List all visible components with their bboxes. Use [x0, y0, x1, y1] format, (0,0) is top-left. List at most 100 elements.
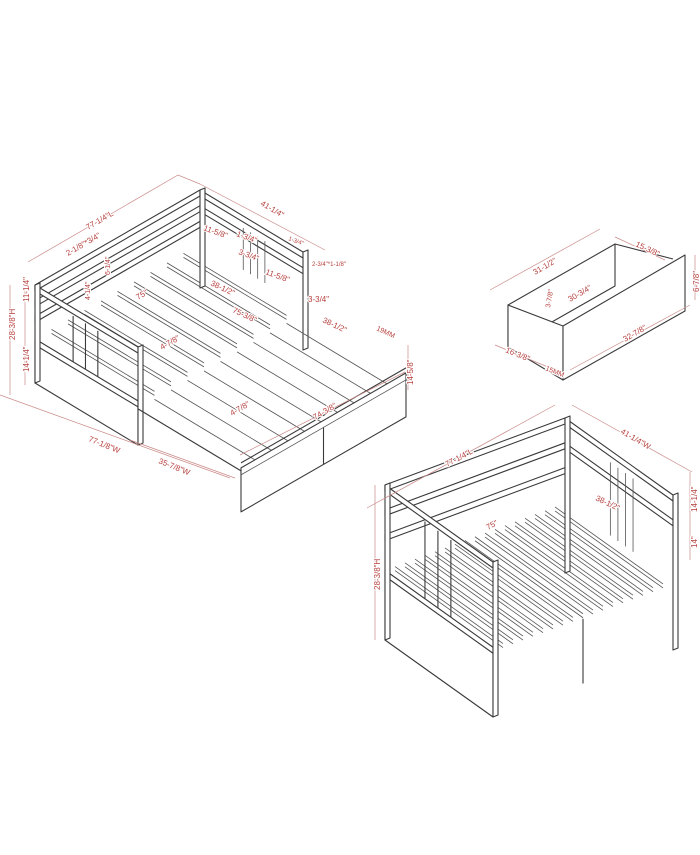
dim-daybed-height-lower: 14" [690, 536, 699, 548]
slat [414, 558, 524, 637]
trundle-slat [286, 323, 390, 386]
dim-width: 41-1/4" [259, 199, 286, 220]
dim-daybed-height-total: 28-3/8"H [373, 558, 382, 590]
dim-height-lower: 14-1/4" [22, 346, 31, 372]
slat-edge [394, 570, 504, 648]
slat-edge [554, 510, 664, 589]
slat [534, 514, 644, 592]
daybed-drawing [384, 415, 679, 718]
drawer-drawing [507, 243, 686, 381]
slat [464, 540, 574, 618]
slat-edge [166, 266, 271, 330]
dim-post-b: 11-5/8" [264, 267, 291, 284]
trundle-slat [203, 370, 308, 434]
slat [133, 281, 238, 345]
drawer-top-edge [240, 379, 407, 476]
bed-post [564, 415, 571, 574]
slat-edge [534, 518, 644, 596]
drawer-front [562, 254, 686, 381]
trundle-slat [187, 380, 291, 443]
bed-post [492, 559, 499, 718]
dim-trundle-width: 38-1/2" [321, 316, 348, 335]
bed-post [199, 187, 206, 289]
bed-post [302, 249, 309, 351]
slat-edge [444, 551, 554, 630]
slat [454, 543, 564, 622]
slat [484, 532, 594, 611]
slat-edge [133, 285, 238, 349]
slat-edge [494, 532, 604, 611]
slat [51, 329, 155, 392]
dim-extended-width: 77-1/8"W [87, 435, 121, 456]
slat-edge [484, 536, 594, 615]
dim-slat-gap: 4-7/8" [159, 333, 182, 351]
dim-drawer-height: 6-7/8" [692, 271, 700, 292]
drawer-side-right [614, 243, 674, 260]
dim-daybed-deck-width: 38-1/2" [594, 494, 621, 513]
dim-upper-rail: 6-1/4" [105, 256, 112, 275]
trundle-rail [240, 367, 407, 464]
slat [544, 510, 654, 589]
dim-lower-rail: 4-1/4" [85, 281, 92, 300]
dim-height-total: 28-3/8"H [8, 308, 17, 340]
dim-daybed-height-upper: 14-1/4" [690, 486, 699, 512]
slat-edge [117, 295, 221, 358]
bed-post [34, 282, 41, 384]
foot-rail [384, 484, 494, 569]
slat [504, 525, 614, 603]
dim-spindle-b: 3-3/4" [237, 247, 260, 263]
slat-edge [454, 547, 564, 626]
dimension-lines [0, 174, 696, 640]
dim-height-upper: 11-1/4" [22, 277, 31, 302]
slat [444, 547, 554, 626]
slat [554, 506, 664, 585]
dim-daybed-deck-length: 75" [485, 518, 500, 532]
headboard-rail [199, 189, 304, 259]
trundle-slat [170, 389, 275, 453]
slat [394, 566, 504, 644]
trundle-slat [154, 399, 258, 462]
bed-post [137, 344, 144, 446]
slat-edge [434, 555, 544, 633]
slat [474, 536, 584, 615]
slat-edge [544, 514, 654, 593]
slat-edge [100, 304, 205, 368]
slat [166, 262, 271, 326]
dim-trundle-depth: 35-7/8"W [157, 457, 191, 478]
trundle-slat [236, 351, 341, 415]
slat [434, 551, 544, 629]
trundle-slat [269, 332, 374, 396]
dim-drawer-depth: 15-3/8" [634, 240, 661, 259]
slat [100, 300, 205, 364]
trundle-slat [253, 342, 357, 405]
bed-post [384, 482, 391, 641]
slat-edge [414, 562, 524, 641]
slat [424, 555, 534, 633]
slat [494, 528, 604, 607]
dim-slat-span: 75-3/8" [231, 306, 258, 325]
dim-trundle-slat-gap: 4-7/8" [229, 399, 252, 417]
dim-trundle-board: 19MM [375, 325, 396, 340]
trundle-side-rail [137, 408, 242, 472]
dim-trundle-post: 3-3/4" [308, 295, 329, 304]
dim-trundle-height: 14-5/8" [406, 359, 415, 385]
slat-edge [524, 521, 634, 600]
slat-edge [51, 333, 155, 396]
bed-post [672, 492, 679, 651]
slat [117, 291, 221, 354]
extended-trundle-bed-drawing [34, 187, 407, 513]
dim-spindle-a: 1-3/4" [235, 229, 258, 245]
trundle-slat [220, 361, 324, 424]
slat-edge [424, 559, 534, 637]
slat [150, 272, 254, 335]
dim-headboard-post: 2-3/4"*1-1/8" [312, 262, 346, 268]
slat-edge [504, 529, 614, 607]
slat-edge [474, 540, 584, 619]
slat [84, 310, 188, 373]
dim-length: 77-1/4"L [85, 209, 116, 232]
slat-edge [150, 276, 254, 339]
slat [524, 517, 634, 596]
dim-daybed-width: 41-1/4"W [619, 427, 653, 452]
